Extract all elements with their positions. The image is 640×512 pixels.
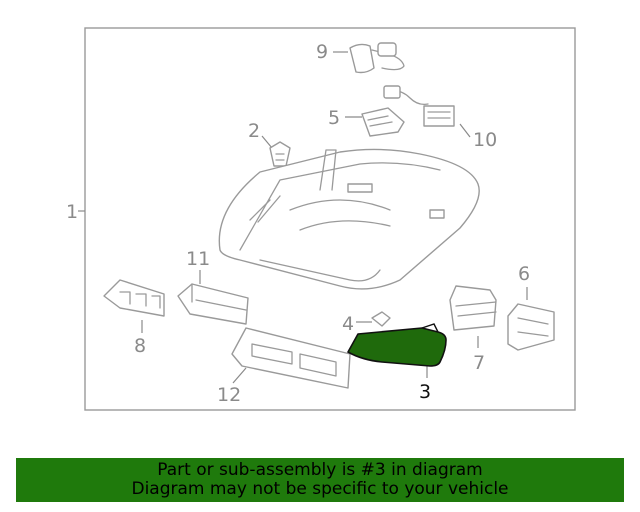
part-5-switch <box>361 107 405 137</box>
callout-9: 9 <box>316 41 328 63</box>
callout-2: 2 <box>248 120 260 142</box>
part-4-bulb <box>371 311 391 327</box>
banner-line-1: Part or sub-assembly is #3 in diagram <box>157 460 483 480</box>
banner-line-2: Diagram may not be specific to your vehi… <box>131 479 509 499</box>
parts-diagram: 1 2 3 4 5 6 7 8 9 10 11 12 <box>66 27 576 411</box>
part-3-lens-shape <box>347 327 447 367</box>
part-2-clip <box>269 141 291 167</box>
part-11-switch <box>177 283 249 325</box>
callout-8: 8 <box>134 335 146 357</box>
callout-3: 3 <box>419 381 431 403</box>
callout-1: 1 <box>66 201 78 223</box>
leader-lines <box>141 51 528 384</box>
part-3-lens <box>347 323 447 367</box>
part-9-connector <box>349 42 405 74</box>
part-10-module <box>383 85 455 127</box>
diagram-frame <box>84 27 576 411</box>
callout-10: 10 <box>473 129 497 151</box>
callout-5: 5 <box>328 107 340 129</box>
callout-11: 11 <box>186 248 210 270</box>
part-6-switch <box>507 303 555 351</box>
callout-7: 7 <box>473 352 485 374</box>
callout-12: 12 <box>217 384 241 406</box>
callout-4: 4 <box>342 313 354 335</box>
part-12-bezel <box>231 327 351 389</box>
part-8-switch-panel <box>103 279 165 317</box>
part-info-banner: Part or sub-assembly is #3 in diagram Di… <box>16 458 624 502</box>
part-7-switch <box>449 285 497 331</box>
part-1-console-housing <box>218 148 480 290</box>
callout-6: 6 <box>518 263 530 285</box>
